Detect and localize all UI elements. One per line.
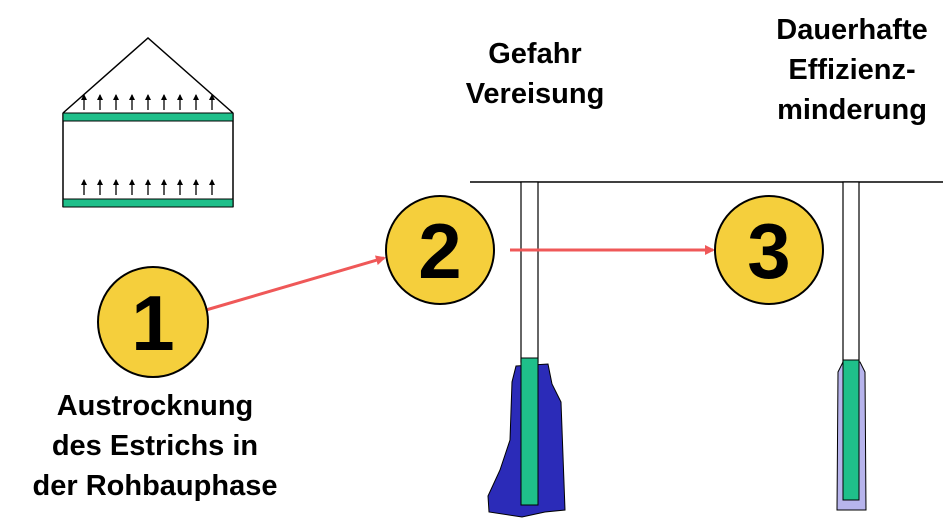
label-danger-line-2: Vereisung	[465, 78, 605, 110]
building-icon	[62, 36, 234, 208]
lower-moisture-arrows	[81, 179, 215, 195]
svg-text:1: 1	[131, 279, 174, 367]
probe-degraded	[836, 181, 867, 511]
marker-2: 2	[385, 195, 495, 305]
label-danger-icing: Gefahr Vereisung	[440, 34, 630, 114]
upper-moisture-arrows	[81, 94, 215, 110]
marker-3: 3	[714, 195, 824, 305]
lower-floor-slab	[62, 198, 234, 208]
label-efficiency-line-3: minderung	[777, 94, 927, 126]
label-efficiency-line-1: Dauerhafte	[776, 14, 928, 46]
label-efficiency-loss: Dauerhafte Effizienz- minderung	[752, 10, 943, 130]
label-screed-drying: Austrocknung des Estrichs in der Rohbaup…	[20, 386, 290, 506]
label-drying-line-3: der Rohbauphase	[32, 470, 278, 502]
svg-text:3: 3	[747, 207, 790, 295]
arrow-1-to-2	[205, 255, 386, 312]
marker-1: 1	[97, 266, 209, 378]
probe-core-right	[842, 359, 860, 501]
label-efficiency-line-2: Effizienz-	[788, 54, 916, 86]
probe-iced	[487, 181, 566, 518]
label-drying-line-1: Austrocknung	[56, 390, 254, 422]
probe-core-left	[520, 357, 539, 506]
label-drying-line-2: des Estrichs in	[51, 430, 259, 462]
svg-text:2: 2	[418, 207, 461, 295]
upper-floor-slab	[62, 112, 234, 122]
label-danger-line-1: Gefahr	[488, 38, 582, 70]
